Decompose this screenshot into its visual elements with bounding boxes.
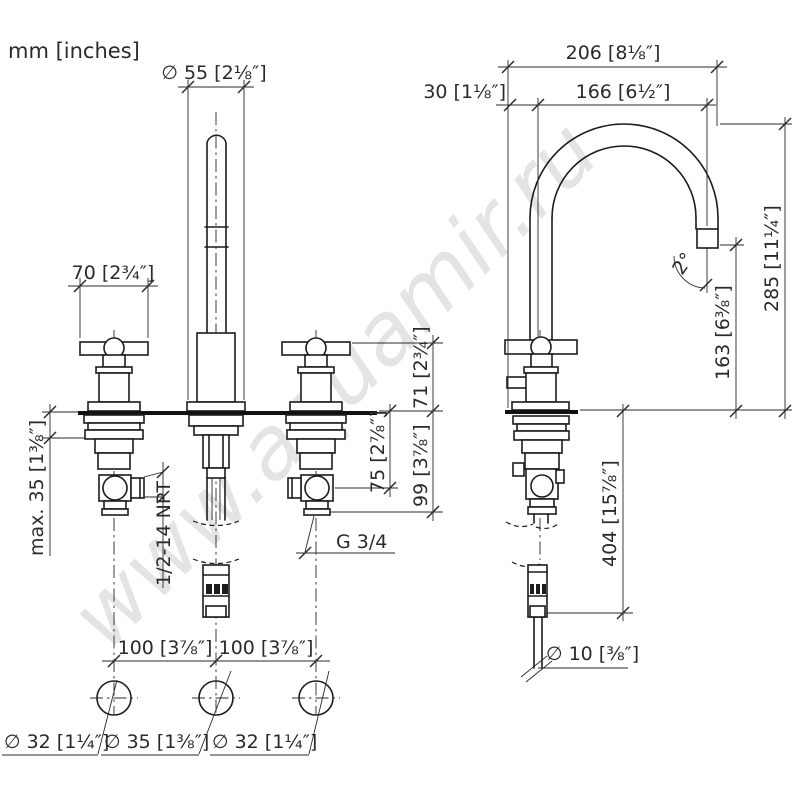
deck-plate — [78, 411, 377, 415]
front-view — [78, 112, 377, 714]
dim-height-above-deck: 285 [11¼″] — [761, 205, 783, 312]
break-symbol — [192, 558, 240, 565]
spout-shank — [188, 414, 244, 618]
dim-hose-diameter: ∅ 10 [⅜″] — [546, 643, 639, 665]
leader-hole-right — [308, 670, 330, 755]
dim-hole-center: ∅ 35 [1⅜″] — [104, 731, 209, 753]
dim-below-deck-length: 404 [15⅞″] — [599, 460, 621, 567]
left-valve-side-port — [130, 477, 145, 499]
dim-projection-total: 206 [8⅛″] — [566, 42, 661, 64]
gooseneck-spout — [529, 123, 719, 342]
break-slash — [520, 655, 548, 678]
dim-offset: 30 [1⅛″] — [423, 81, 506, 103]
dim-hole-right: ∅ 32 [1¼″] — [212, 731, 317, 753]
left-handle — [79, 337, 149, 412]
break-symbol — [505, 521, 534, 528]
break-slash — [525, 660, 553, 683]
break-symbol — [192, 520, 240, 527]
dim-hole-spacing-right: 100 [3⅞″] — [219, 637, 314, 659]
spout-column — [186, 134, 246, 412]
angle-arc — [673, 255, 706, 289]
deck-plate-side — [505, 410, 578, 414]
dim-outlet-thread: G 3/4 — [336, 531, 387, 553]
dimensions: ∅ 55 [2⅛″] 70 [2¾″] max. 35 [1⅜″] 1/2-14… — [4, 42, 792, 753]
side-valve — [505, 415, 570, 530]
right-valve-side-port — [287, 477, 302, 499]
dim-max-deck-thickness: max. 35 [1⅜″] — [26, 420, 48, 556]
leader-hole-left — [97, 679, 118, 755]
break-symbol — [535, 523, 559, 530]
dim-supply-thread: 1/2-14 NPT — [153, 481, 175, 586]
spout-outlet — [696, 228, 719, 249]
dim-spout-diameter: ∅ 55 [2⅛″] — [161, 62, 266, 84]
left-valve — [83, 414, 145, 516]
right-valve — [285, 414, 347, 516]
dim-depth-total: 99 [3⅞″] — [410, 424, 432, 507]
side-view — [504, 123, 719, 683]
dim-hole-left: ∅ 32 [1¼″] — [4, 731, 109, 753]
dim-hole-spacing-left: 100 [3⅞″] — [118, 637, 213, 659]
dim-spout-angle: 2° — [668, 249, 698, 279]
leader-hole-center — [198, 670, 232, 755]
dim-outlet-height: 163 [6⅜″] — [712, 285, 734, 380]
units-note: mm [inches] — [8, 39, 140, 63]
side-handle — [504, 336, 578, 411]
right-handle — [281, 337, 351, 412]
dim-projection: 166 [6½″] — [576, 81, 671, 103]
plan-view — [2, 670, 340, 756]
supply-hose — [511, 561, 553, 683]
dim-depth-to-outlet: 75 [2⅞″] — [367, 410, 389, 493]
dim-handle-height: 71 [2¾″] — [410, 326, 432, 409]
dim-handle-width: 70 [2¾″] — [72, 262, 155, 284]
